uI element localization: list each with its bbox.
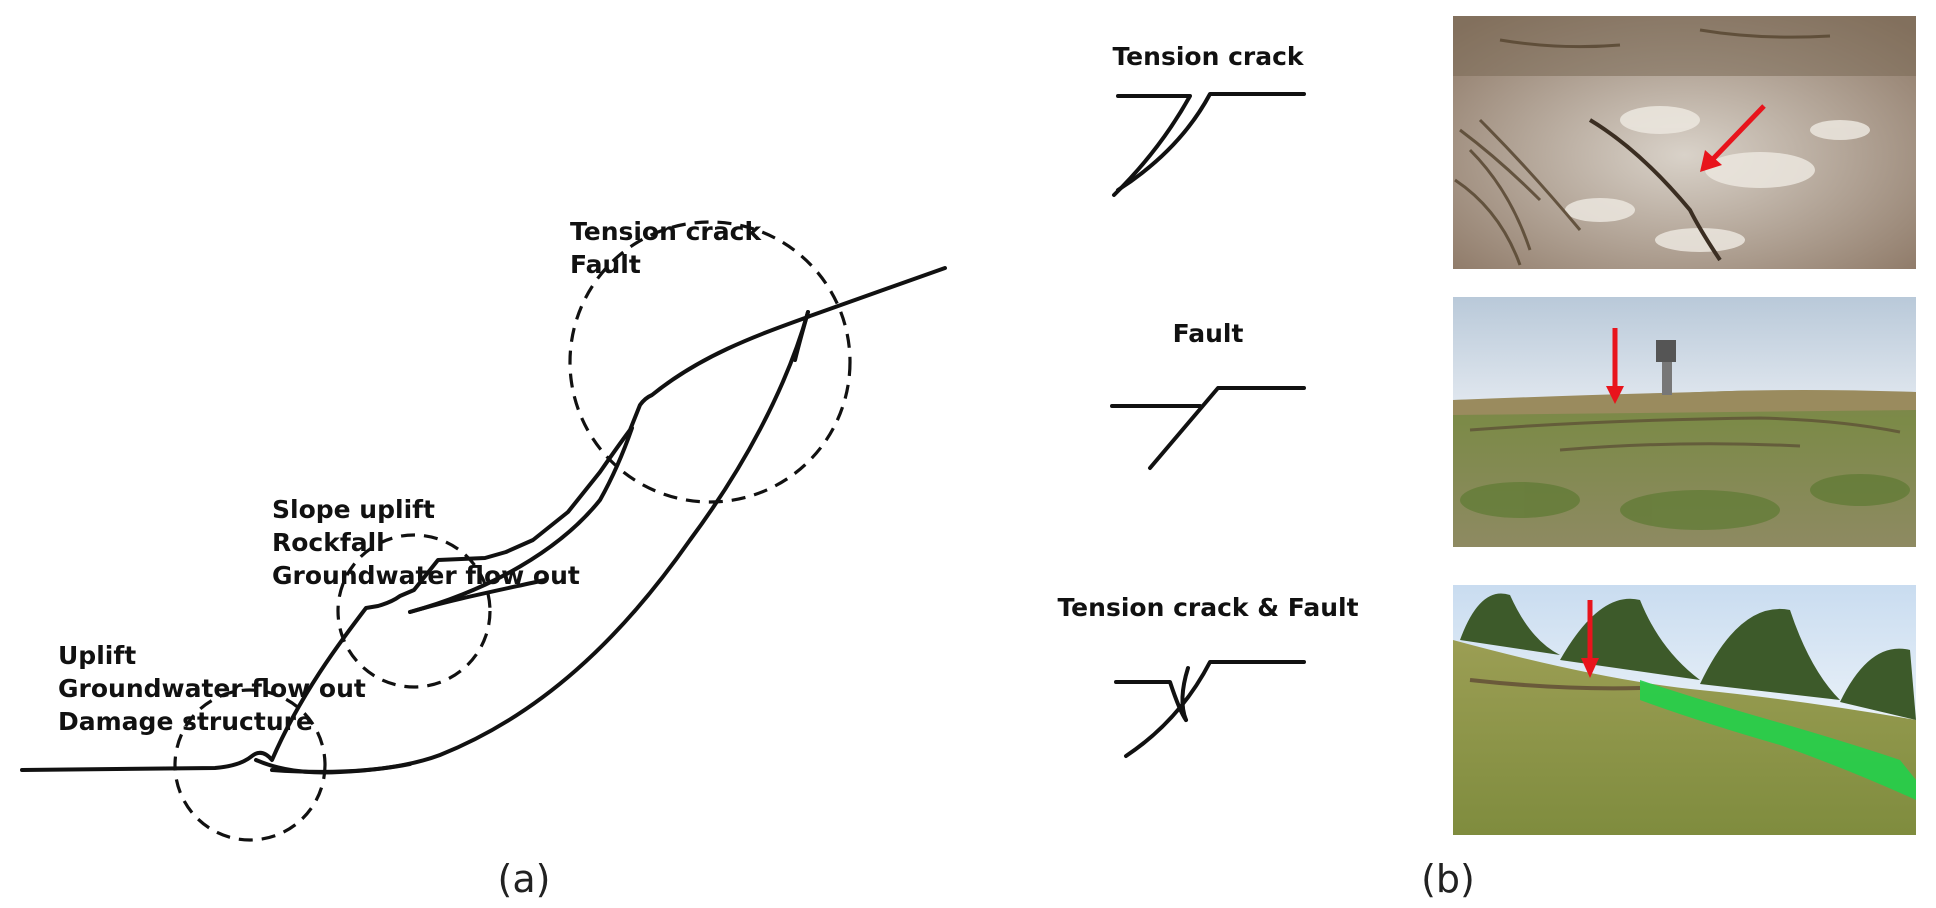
red-arrow-1 — [1700, 104, 1766, 172]
label-bottom-uplift: Uplift — [58, 641, 136, 670]
label-top-tension-crack: Tension crack — [570, 217, 762, 246]
zone-circle-toe — [173, 688, 327, 842]
middle-bulge-line — [408, 578, 547, 614]
label-top-fault: Fault — [570, 250, 641, 279]
label-mid-slope-uplift: Slope uplift — [272, 495, 435, 524]
fault-symbol — [1110, 386, 1306, 470]
panel-b-symbols: Tension crack Fault Tension crack & Faul… — [1057, 42, 1474, 901]
caption-b: (b) — [1421, 857, 1475, 901]
symbol-label-fault: Fault — [1173, 319, 1244, 348]
label-bottom-damage: Damage structure — [58, 707, 313, 736]
label-bottom-groundwater: Groundwater flow out — [58, 674, 366, 703]
red-arrow-2 — [1606, 328, 1624, 404]
panel-a-diagram: Tension crack Fault Slope uplift Rockfal… — [20, 217, 947, 901]
tension-crack-symbol — [1112, 92, 1306, 197]
label-mid-groundwater: Groundwater flow out — [272, 561, 580, 590]
label-mid-rockfall: Rockfall — [272, 528, 385, 557]
photo-tension-crack-fault — [1453, 585, 1916, 835]
ground-surface-line — [20, 266, 947, 772]
symbol-label-tension-crack: Tension crack — [1112, 42, 1304, 71]
toe-bulge-line — [254, 758, 412, 775]
crown-crack-line — [793, 310, 810, 362]
photo-fault — [1453, 297, 1916, 547]
photo-tension-crack — [1453, 16, 1916, 269]
zone-circle-middle — [336, 533, 492, 689]
upper-slip-block — [408, 426, 634, 614]
red-arrow-3 — [1581, 600, 1599, 678]
tension-crack-fault-symbol — [1114, 660, 1306, 758]
zone-circle-crown — [568, 220, 852, 504]
symbol-label-tension-crack-fault: Tension crack & Fault — [1057, 593, 1358, 622]
caption-a: (a) — [498, 857, 551, 901]
